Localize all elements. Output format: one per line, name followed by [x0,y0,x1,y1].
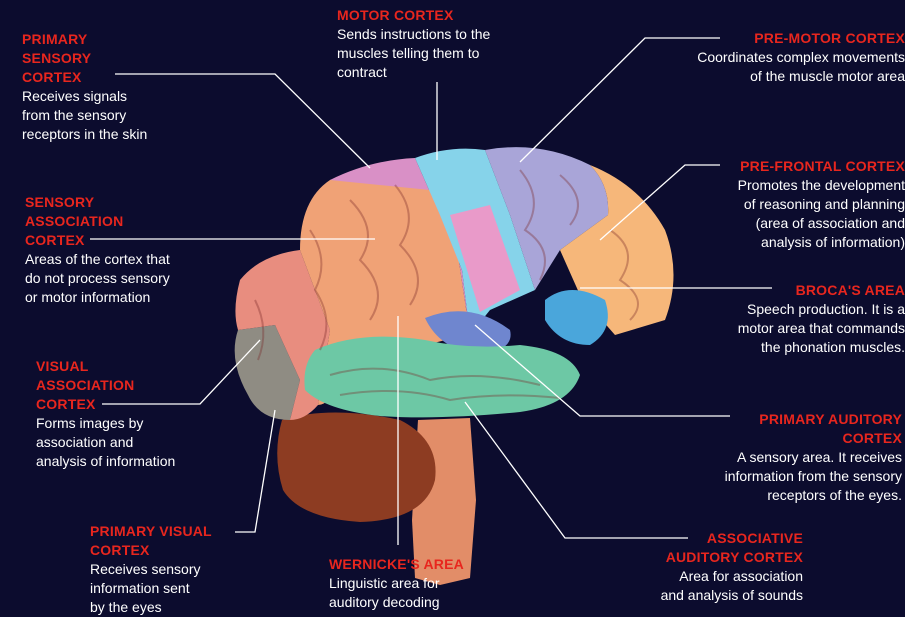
label-description: Linguistic area for auditory decoding [329,574,464,612]
label-visual-association-cortex: VISUAL ASSOCIATION CORTEX Forms images b… [36,357,175,471]
label-description: Speech production. It is a motor area th… [675,300,905,357]
label-associative-auditory-cortex: ASSOCIATIVE AUDITORY CORTEX Area for ass… [603,529,803,605]
leader-associative-auditory [465,402,688,538]
label-title: PRIMARY AUDITORY CORTEX [672,410,902,448]
label-title: VISUAL ASSOCIATION CORTEX [36,357,175,414]
label-title: WERNICKE'S AREA [329,555,464,574]
label-description: Promotes the development of reasoning an… [685,176,905,252]
label-primary-visual-cortex: PRIMARY VISUAL CORTEX Receives sensory i… [90,522,212,617]
label-sensory-association-cortex: SENSORY ASSOCIATION CORTEX Areas of the … [25,193,170,307]
label-title: PRIMARY VISUAL CORTEX [90,522,212,560]
label-pre-motor-cortex: PRE-MOTOR CORTEX Coordinates complex mov… [645,29,905,86]
label-description: Receives signals from the sensory recept… [22,87,147,144]
label-primary-sensory-cortex: PRIMARY SENSORY CORTEX Receives signals … [22,30,147,144]
label-title: PRE-FRONTAL CORTEX [685,157,905,176]
label-description: Area for association and analysis of sou… [603,567,803,605]
label-title: PRIMARY SENSORY CORTEX [22,30,147,87]
label-description: Coordinates complex movements of the mus… [645,48,905,86]
label-wernickes-area: WERNICKE'S AREA Linguistic area for audi… [329,555,464,612]
label-description: Receives sensory information sent by the… [90,560,212,617]
label-title: BROCA'S AREA [675,281,905,300]
label-title: ASSOCIATIVE AUDITORY CORTEX [603,529,803,567]
label-pre-frontal-cortex: PRE-FRONTAL CORTEX Promotes the developm… [685,157,905,252]
leader-primary-visual [235,410,275,532]
label-description: A sensory area. It receives information … [672,448,902,505]
label-description: Sends instructions to the muscles tellin… [337,25,490,82]
label-primary-auditory-cortex: PRIMARY AUDITORY CORTEX A sensory area. … [672,410,902,505]
label-brocas-area: BROCA'S AREA Speech production. It is a … [675,281,905,357]
label-motor-cortex: MOTOR CORTEX Sends instructions to the m… [337,6,490,82]
label-title: MOTOR CORTEX [337,6,490,25]
cerebellum [277,413,435,523]
label-title: SENSORY ASSOCIATION CORTEX [25,193,170,250]
label-description: Areas of the cortex that do not process … [25,250,170,307]
label-description: Forms images by association and analysis… [36,414,175,471]
region-broca [545,290,608,345]
leader-primary-sensory [115,74,370,168]
label-title: PRE-MOTOR CORTEX [645,29,905,48]
